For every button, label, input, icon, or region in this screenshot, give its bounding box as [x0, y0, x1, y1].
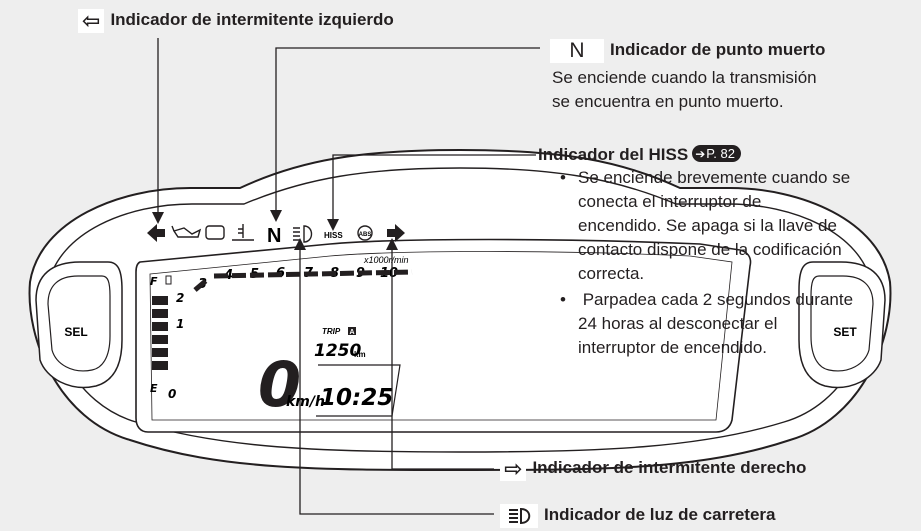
engine-check-icon [205, 225, 225, 240]
speed-readout: 0 [258, 348, 301, 421]
left-turn-icon: ⇦ [78, 8, 105, 33]
right-turn-leader [391, 248, 494, 470]
neutral-leader [275, 47, 540, 212]
odometer-readout: 1250 [314, 341, 361, 361]
high-beam-leader [299, 248, 494, 515]
tach-number: 4 [223, 268, 233, 283]
svg-text:E: E [150, 382, 158, 395]
fuel-bar [152, 322, 168, 331]
fuel-bar [152, 335, 168, 344]
gauge-mark: 0 [168, 387, 176, 401]
clock-readout: 10:25 [320, 385, 393, 411]
odometer-unit: km [354, 350, 366, 359]
neutral-label-icon: N [550, 38, 604, 63]
high-beam-icon [293, 225, 313, 243]
right-turn-arrow-icon [387, 224, 405, 242]
neutral-description: Se enciende cuando la transmisión se enc… [552, 68, 817, 111]
neutral-icon: N [267, 225, 281, 247]
right-turn-label: ⇨Indicador de intermitente derecho [500, 456, 806, 481]
rpm-unit: x1000r/min [363, 255, 409, 265]
gauge-mark: 1 [176, 317, 184, 331]
high-beam-label-icon [500, 503, 538, 528]
fuel-bar [152, 296, 168, 305]
left-turn-label: ⇦Indicador de intermitente izquierdo [78, 8, 394, 33]
right-turn-icon: ⇨ [500, 456, 527, 481]
trip-letter: A [349, 329, 354, 336]
hiss-description: Se enciende brevemente cuando se conecta… [552, 166, 853, 360]
hiss-icon: HISS [324, 231, 343, 240]
fuel-bar [152, 361, 168, 370]
trip-label: TRIP [322, 327, 341, 336]
speed-unit: km/h [286, 394, 325, 410]
sel-button[interactable]: SEL [64, 325, 87, 339]
high-beam-label: Indicador de luz de carretera [500, 503, 775, 528]
hiss-leader [332, 154, 536, 222]
callout-lines [152, 38, 540, 515]
hiss-bullet: Parpadea cada 2 segundos durante 24 hora… [552, 288, 853, 360]
indicator-row: N HISS ABS [147, 224, 405, 247]
fuel-bar [152, 348, 168, 357]
svg-text:F: F [150, 275, 158, 288]
left-turn-arrow-icon [147, 224, 165, 242]
arrow-right-icon: ➔ [695, 147, 706, 161]
page-reference-link[interactable]: ➔P. 82 [692, 145, 741, 162]
hiss-bullet: Se enciende brevemente cuando se conecta… [552, 166, 853, 286]
svg-text:ABS: ABS [359, 232, 372, 238]
abs-icon: ABS [357, 225, 373, 241]
fuel-bar [152, 309, 168, 318]
coolant-temp-icon [232, 224, 254, 241]
fuel-gauge: F E [150, 275, 172, 395]
hiss-label: Indicador del HISS➔P. 82 [538, 143, 741, 167]
gauge-mark: 2 [176, 291, 184, 305]
oil-pressure-icon [171, 225, 202, 238]
